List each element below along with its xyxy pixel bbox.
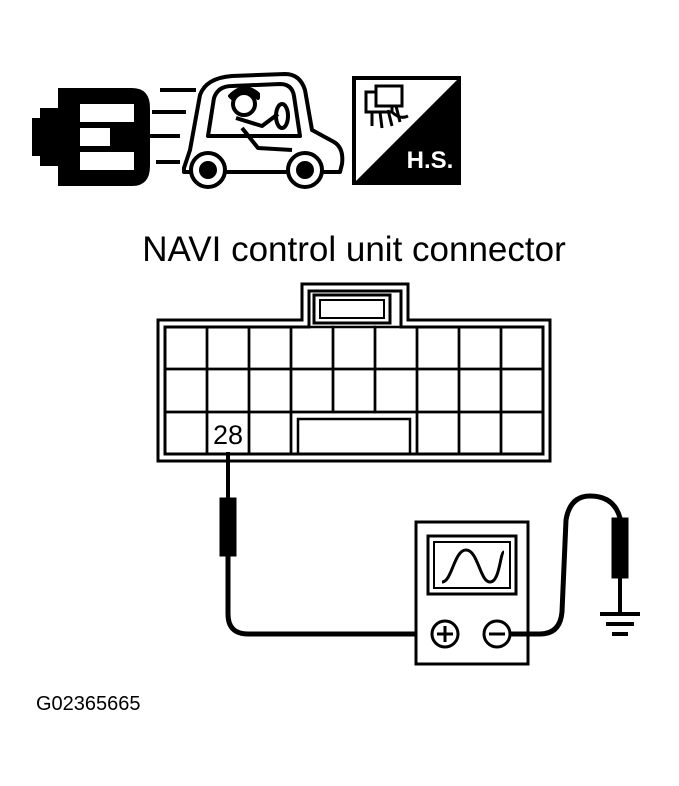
hot-start-icon: H.S.: [352, 76, 461, 185]
connector-terminal-cell: [247, 410, 293, 456]
meter-negative-terminal-icon: [482, 619, 512, 649]
connector-key-notch: [289, 410, 419, 454]
connector-terminal-cell: [373, 325, 419, 371]
connector-terminal-cell: [499, 367, 545, 414]
connector-disconnected-icon: [32, 88, 150, 186]
ground-lead: [510, 493, 629, 637]
connector-terminal-cell: [499, 410, 545, 456]
connector-terminal-cell: [415, 410, 461, 456]
multimeter: [414, 520, 530, 666]
connector-terminal-cell: [415, 325, 461, 371]
connector-terminal-cell: [457, 367, 503, 414]
connector-terminal-cell: [415, 367, 461, 414]
driving-car-icon: [150, 72, 345, 189]
positive-probe-lead: [219, 452, 432, 637]
connector-terminal-cell: [163, 325, 209, 371]
connector-terminal-cell: [499, 325, 545, 371]
connector-terminal-cell: [163, 367, 209, 414]
connector-terminal-cell: [457, 325, 503, 371]
connector-terminal-cell: [289, 367, 335, 414]
connector-title: NAVI control unit connector: [142, 230, 566, 269]
connector-terminal-cell: [247, 367, 293, 414]
connector-terminal-grid: [163, 325, 545, 456]
connector-terminal-cell: [205, 367, 251, 414]
connector-terminal-cell: [163, 410, 209, 456]
connector-terminal-cell: [247, 325, 293, 371]
connector-terminal-cell: [331, 325, 377, 371]
ground-symbol-icon: [600, 612, 640, 636]
connector-terminal-cell: [373, 367, 419, 414]
connector-terminal-cell: [205, 325, 251, 371]
terminal-28-label: 28: [213, 420, 243, 450]
hot-start-label: H.S.: [407, 147, 454, 174]
connector-terminal-cell: [289, 325, 335, 371]
connector-terminal-cell: [457, 410, 503, 456]
meter-positive-terminal-icon: [430, 619, 460, 649]
figure-id: G02365665: [36, 693, 141, 715]
connector-terminal-cell: [331, 367, 377, 414]
sine-wave-display: [441, 548, 506, 584]
